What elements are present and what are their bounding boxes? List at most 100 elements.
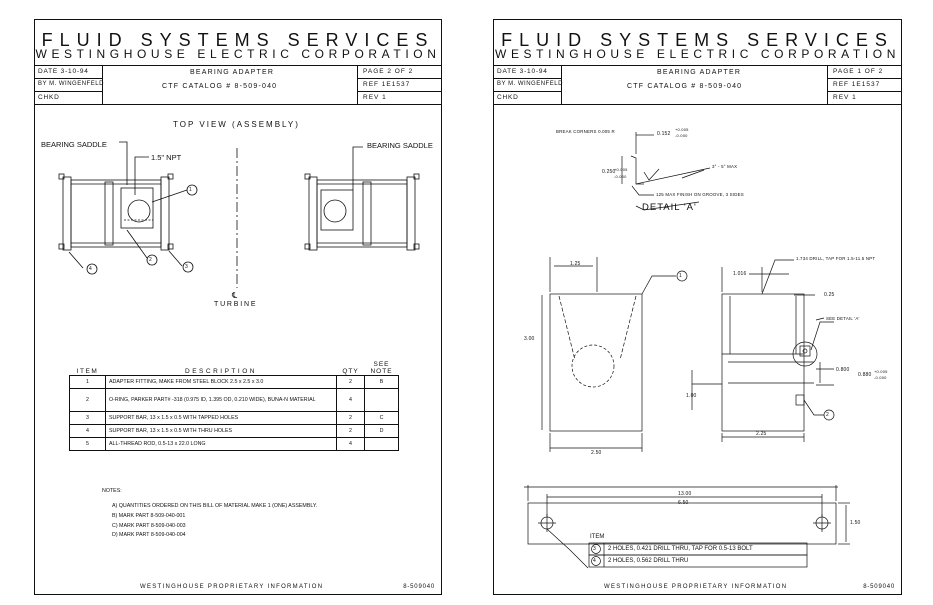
tol-0-880-plus: +0.005	[874, 369, 888, 374]
detail-tol-plus: +0.005	[675, 127, 689, 132]
division-title: WESTINGHOUSE ELECTRIC CORPORATION	[35, 47, 441, 61]
cell-note	[364, 388, 399, 412]
note-item: C) MARK PART 8-509-040-003	[112, 522, 186, 529]
title-block-divider	[827, 65, 828, 104]
detail-finish-note: 125 MAX FINISH ON GROOVE, 3 SIDES	[656, 192, 744, 197]
dim-13-00: 13.00	[678, 491, 692, 497]
cell-item: 3	[69, 411, 106, 425]
checked-field: CHKD	[38, 94, 60, 101]
reference-number: REF 1E1537	[363, 81, 411, 88]
page-number: PAGE 1 OF 2	[833, 68, 884, 75]
title-block-line	[827, 78, 901, 79]
leader-npt	[134, 156, 149, 195]
drawn-by-field: BY M. WINGENFELD	[497, 81, 563, 87]
items-title: ITEM	[590, 534, 605, 540]
column-header-description: DESCRIPTION	[185, 368, 257, 375]
cell-note: D	[364, 424, 399, 438]
proprietary-footer: WESTINGHOUSE PROPRIETARY INFORMATION	[140, 584, 324, 590]
drill-tap-note: 1.734 DRILL, TAP FOR 1.5-11.5 NPT	[796, 256, 876, 261]
note-label: NOTE	[370, 368, 393, 375]
cell-qty: 2	[336, 424, 365, 438]
balloon-3-label: 3	[185, 264, 188, 270]
cell-item: 1	[69, 375, 106, 389]
date-field: DATE 3-10-94	[497, 68, 548, 75]
title-block-line	[494, 91, 561, 92]
title-block-bottom-line	[494, 104, 901, 105]
reference-number: REF 1E1537	[833, 81, 881, 88]
company-title: FLUID SYSTEMS SERVICES	[41, 30, 435, 50]
detail-dim-0250: 0.250	[602, 169, 616, 175]
detail-tol-minus: -0.000	[675, 133, 688, 138]
drawing-title: BEARING ADAPTER	[190, 69, 275, 76]
column-header-qty: QTY	[342, 368, 359, 375]
drawing-number: 8-509040	[863, 584, 895, 590]
title-block-line	[35, 91, 102, 92]
label-npt-thread: 1.5" NPT	[151, 153, 182, 162]
item-3-hole-note: 2 HOLES, 0.421 DRILL THRU, TAP FOR 0.5-1…	[608, 546, 753, 552]
label-turbine: TURBINE	[214, 301, 258, 308]
see-detail-a: SEE DETAIL 'A'	[826, 316, 860, 321]
balloon-4-label: 4	[89, 266, 92, 272]
dim-2-25: 2.25	[756, 431, 767, 437]
dim-0-800: 0.800	[836, 367, 850, 373]
cell-note: C	[364, 411, 399, 425]
page-number: PAGE 2 OF 2	[363, 68, 414, 75]
notes-title: NOTES:	[102, 488, 122, 494]
bearing-adapter-detail-drawing	[524, 132, 850, 569]
title-block-line	[35, 78, 102, 79]
title-block-line	[357, 78, 441, 79]
cell-description: ADAPTER FITTING, MAKE FROM STEEL BLOCK 2…	[105, 375, 337, 389]
detail-dim-0152: 0.152	[657, 131, 671, 137]
cell-description: SUPPORT BAR, 13 x 1.5 x 0.5 WITH TAPPED …	[105, 411, 337, 425]
cell-item: 5	[69, 437, 106, 451]
leader-saddle-right	[352, 146, 363, 190]
cell-note	[364, 437, 399, 451]
dim-0-880: 0.880	[858, 372, 872, 378]
dim-1-50: 1.50	[850, 520, 861, 526]
detail-break-corners: BREAK CORNERS 0.005 R	[556, 129, 615, 134]
proprietary-footer: WESTINGHOUSE PROPRIETARY INFORMATION	[604, 584, 788, 590]
cell-qty: 2	[336, 411, 365, 425]
revision-number: REV 1	[833, 94, 857, 101]
column-header-item: ITEM	[76, 368, 99, 375]
balloon-2-label: 2	[826, 412, 829, 418]
cell-qty: 4	[336, 437, 365, 451]
title-block-top-line	[494, 65, 901, 66]
note-item: A) QUANTITIES ORDERED ON THIS BILL OF MA…	[112, 503, 318, 509]
catalog-number: CTF CATALOG # 8-509-040	[627, 83, 743, 90]
checked-field: CHKD	[497, 94, 519, 101]
top-view-assembly-drawing	[58, 141, 420, 288]
cell-item: 2	[69, 388, 106, 412]
centerline-symbol: ℄	[232, 291, 238, 300]
title-block-line	[357, 91, 441, 92]
balloon-1-label: 1	[189, 187, 192, 193]
cell-note: B	[364, 375, 399, 389]
view-title: TOP VIEW (ASSEMBLY)	[173, 120, 300, 129]
catalog-number: CTF CATALOG # 8-509-040	[162, 83, 278, 90]
revision-number: REV 1	[363, 94, 387, 101]
date-field: DATE 3-10-94	[38, 68, 89, 75]
cell-description: SUPPORT BAR, 13 x 1.5 x 0.5 WITH THRU HO…	[105, 424, 337, 438]
tol-0-880-minus: -0.000	[874, 375, 887, 380]
detail-tol2-plus: +0.005	[614, 167, 628, 172]
note-item: D) MARK PART 8-509-040-004	[112, 532, 186, 539]
drawn-by-field: BY M. WINGENFELD	[38, 81, 104, 87]
dim-1-016: 1.016	[733, 271, 747, 277]
balloon-2-label: 2	[149, 257, 152, 263]
balloon-3-label: 3	[593, 546, 596, 552]
cell-description: ALL-THREAD ROD, 0.5-13 x 22.0 LONG	[105, 437, 337, 451]
detail-a-title: DETAIL 'A'	[642, 202, 697, 213]
dim-2-50: 2.50	[591, 450, 602, 456]
dim-1-25: 1.25	[570, 261, 581, 267]
dim-1-00: 1.00	[686, 393, 697, 399]
item-4-hole-note: 2 HOLES, 0.562 DRILL THRU	[608, 558, 689, 564]
title-block-line	[827, 91, 901, 92]
label-bearing-saddle-right: BEARING SADDLE	[367, 141, 433, 150]
